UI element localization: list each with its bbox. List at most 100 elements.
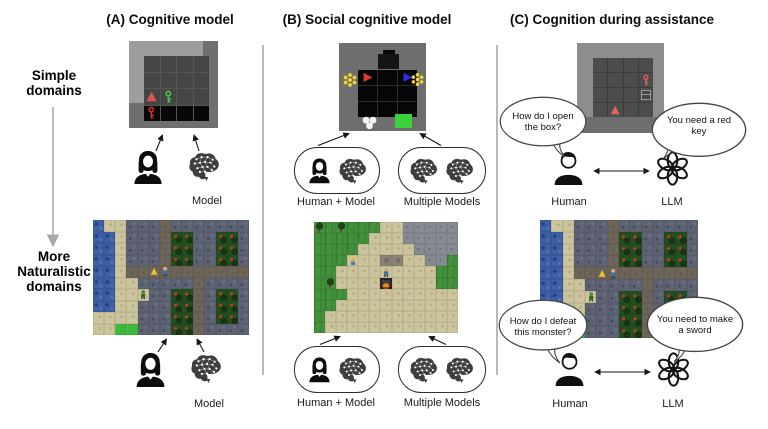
tile-sand <box>402 277 414 289</box>
tile-sand <box>93 323 105 335</box>
tile-player <box>380 266 392 278</box>
tile-tree <box>630 231 642 244</box>
tile-sand <box>369 288 381 300</box>
tile-sand <box>424 288 436 300</box>
tile-road <box>204 266 216 278</box>
tile-tree <box>630 290 642 303</box>
tile-stone <box>137 277 149 289</box>
tile-road <box>641 326 653 338</box>
tile-stone <box>607 290 619 303</box>
tile-sand <box>391 288 403 300</box>
tile-grass <box>325 233 337 245</box>
tile-sand <box>424 321 436 333</box>
tile-tree <box>171 300 183 312</box>
human-plus-model-label: Human + Model <box>297 397 375 409</box>
tile-water <box>551 255 563 268</box>
tile-grass <box>325 244 337 256</box>
tile-sand <box>126 300 138 312</box>
tile-sand <box>336 321 348 333</box>
tile-stone <box>585 326 597 338</box>
side-label-naturalistic: More Naturalistic domains <box>17 249 91 295</box>
tile-sand <box>446 288 458 300</box>
tile-tree <box>226 254 238 266</box>
tile-stone <box>148 289 160 301</box>
tile-sand <box>347 277 359 289</box>
tile-rock <box>413 222 425 234</box>
tile-road <box>193 312 205 324</box>
tile-grass <box>325 288 337 300</box>
tile-stone <box>585 279 597 291</box>
tile-player <box>159 266 171 278</box>
tile-stone <box>237 277 249 289</box>
tile-sand <box>402 255 414 267</box>
tile-grass <box>336 255 348 267</box>
tile-road <box>607 231 619 244</box>
panel-c-title: (C) Cognition during assistance <box>509 12 714 27</box>
tile-water <box>104 300 116 312</box>
tile-grass <box>325 222 337 234</box>
grid-cell <box>608 73 623 87</box>
tile-road <box>159 220 171 232</box>
agent-triangle-icon <box>146 92 157 102</box>
panel-arrows <box>155 132 651 376</box>
tile-sand <box>358 288 370 300</box>
tile-rock <box>424 255 436 267</box>
grid-cell <box>177 89 193 105</box>
panel-b-title: (B) Social cognitive model <box>282 12 452 27</box>
tile-sand <box>391 310 403 322</box>
model-label: Model <box>192 195 222 207</box>
tile-sand <box>115 312 127 324</box>
human-plus-model-pill <box>294 147 380 194</box>
tile-tree <box>664 290 676 303</box>
tile-grass <box>314 299 326 311</box>
tile-rock <box>435 255 447 267</box>
speech-bubble-question-top: How do I open the box? <box>499 96 587 158</box>
tile-road <box>237 266 249 278</box>
tile-grass <box>314 255 326 267</box>
tile-stone <box>596 255 608 268</box>
tile-grass <box>336 288 348 300</box>
tile-stone <box>585 231 597 244</box>
yellow-flowers-left <box>342 72 358 88</box>
tile-item <box>148 266 160 278</box>
tile-sand <box>380 233 392 245</box>
tile-stone <box>159 312 171 324</box>
tile-stone <box>226 220 238 232</box>
tile-sand <box>402 288 414 300</box>
tile-stone <box>137 323 149 335</box>
grid-cell <box>638 103 653 117</box>
grid-cell <box>160 89 176 105</box>
tile-sand <box>391 233 403 245</box>
tile-tree <box>182 300 194 312</box>
tile-stone <box>182 220 194 232</box>
tile-road <box>159 254 171 266</box>
tile-road <box>193 300 205 312</box>
tile-sand <box>126 289 138 301</box>
tile-stone <box>148 220 160 232</box>
tile-road <box>215 266 227 278</box>
tile-sand <box>413 255 425 267</box>
tile-stone <box>686 243 698 256</box>
tile-water <box>93 289 105 301</box>
tile-grass <box>325 266 337 278</box>
tile-road <box>193 277 205 289</box>
tile-stone <box>573 220 586 232</box>
tile-grass <box>336 244 348 256</box>
tile-stone <box>664 279 676 291</box>
tile-sand <box>115 289 127 301</box>
tile-road <box>159 231 171 243</box>
tile-water <box>551 243 563 256</box>
tile-stone <box>159 323 171 335</box>
tile-sand <box>424 299 436 311</box>
tile-tree <box>618 243 631 256</box>
tile-water <box>551 279 563 291</box>
grid-cell <box>608 88 623 102</box>
tile-water <box>104 277 116 289</box>
tile-sand <box>347 288 359 300</box>
tile-sand <box>358 244 370 256</box>
grid-cell <box>593 58 608 72</box>
speech-bubble-question-bottom: How do I defeat this monster? <box>498 299 588 364</box>
tile-road <box>607 220 619 232</box>
zombie-icon <box>588 292 593 302</box>
tile-grass <box>435 266 447 278</box>
